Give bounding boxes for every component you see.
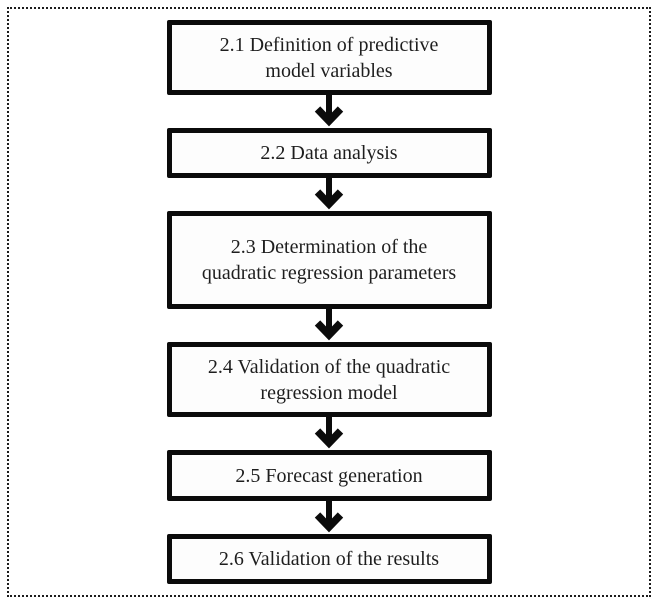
step-label-line: regression model	[260, 381, 398, 404]
step-label-line: 2.3 Determination of the	[230, 236, 428, 258]
flow-step-2-2: 2.2 Data analysis	[166, 128, 492, 178]
step-label-line: model variables	[265, 59, 393, 82]
down-arrow-icon	[314, 501, 344, 534]
step-label-line: 2.4 Validation of the quadratic	[207, 355, 451, 378]
step-label-line: 2.1 Definition of predictive	[219, 33, 439, 56]
step-label-line: 2.2 Data analysis	[260, 142, 398, 164]
down-arrow-icon	[314, 417, 344, 450]
step-label-line: 2.5 Forecast generation	[235, 464, 423, 487]
down-arrow-icon	[314, 178, 344, 211]
step-label-line: 2.6 Validation of the results	[218, 548, 440, 570]
flow-step-2-4: 2.4 Validation of the quadratic regressi…	[166, 342, 492, 417]
step-label-line: quadratic regression parameters	[201, 262, 457, 284]
flow-step-2-5: 2.5 Forecast generation	[166, 450, 492, 501]
down-arrow-icon	[314, 309, 344, 342]
flow-step-2-1: 2.1 Definition of predictive model varia…	[166, 20, 492, 95]
flow-step-2-3: 2.3 Determination of the quadratic regre…	[166, 211, 492, 309]
dotted-frame: 2.1 Definition of predictive model varia…	[7, 7, 651, 597]
flowchart: 2.1 Definition of predictive model varia…	[9, 9, 649, 595]
down-arrow-icon	[314, 95, 344, 128]
flow-step-2-6: 2.6 Validation of the results	[166, 534, 492, 584]
